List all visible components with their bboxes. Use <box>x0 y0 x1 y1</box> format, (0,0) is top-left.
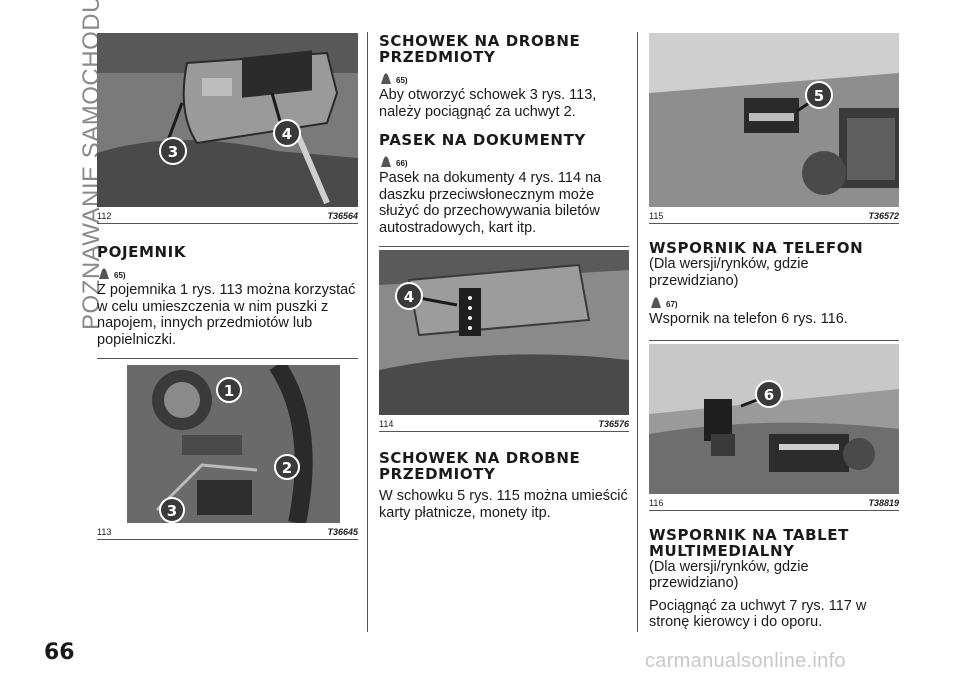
schowek-1-body: Aby otworzyć schowek 3 rys. 113, należy … <box>379 87 597 120</box>
figure-115-image: 5 <box>649 33 899 207</box>
figure-114-number: 114 <box>379 419 394 429</box>
svg-text:2: 2 <box>282 459 292 477</box>
column-3: 5 115 T36572 WSPORNIK NA TELEFON (Dla we… <box>649 33 899 631</box>
figure-114-code: T36576 <box>598 419 629 429</box>
figure-114-rule <box>379 431 629 432</box>
heading-tablet-line1: WSPORNIK NA TABLET <box>649 525 849 544</box>
warning-ref-label: 66) <box>396 159 408 168</box>
figure-116-number: 116 <box>649 497 664 508</box>
heading-tablet-line2: MULTIMEDIALNY <box>649 541 795 560</box>
pasek-body: Pasek na dokumenty 4 rys. 114 na daszku … <box>379 170 602 236</box>
figure-113-rule <box>97 539 358 540</box>
callout-badge-4: 4 <box>395 282 423 310</box>
svg-text:4: 4 <box>404 288 414 306</box>
warning-hand-icon <box>99 268 109 279</box>
warning-hand-icon <box>381 73 391 84</box>
figure-112-rule <box>97 223 358 224</box>
warning-ref-67: 67) <box>649 293 899 309</box>
heading-schowek-1: SCHOWEK NA DROBNE PRZEDMIOTY <box>379 33 629 65</box>
figure-116-image: 6 <box>649 343 899 494</box>
figure-114-image: 4 <box>379 250 629 415</box>
section-side-title: POZNAWANIE SAMOCHODU <box>48 0 105 330</box>
callout-badge-5: 5 <box>805 81 833 109</box>
callout-badge-4: 4 <box>273 119 301 147</box>
figure-116-caption: 116 T38819 <box>649 498 899 510</box>
svg-text:5: 5 <box>814 87 824 105</box>
svg-text:3: 3 <box>167 502 177 520</box>
column-divider-1 <box>367 32 368 632</box>
svg-text:1: 1 <box>224 382 234 400</box>
figure-116-top-rule <box>649 339 899 341</box>
warning-ref-label: 65) <box>114 271 126 280</box>
figure-115-code: T36572 <box>868 211 899 221</box>
figure-112-image: 3 4 <box>97 33 358 207</box>
warning-ref-label: 65) <box>396 76 408 85</box>
callout-badge-6: 6 <box>755 379 783 408</box>
figure-115-number: 115 <box>649 211 664 221</box>
warning-hand-icon <box>651 297 661 308</box>
callout-badge-3: 3 <box>159 137 187 165</box>
callout-badge-2: 2 <box>274 454 300 480</box>
heading-telefon: WSPORNIK NA TELEFON <box>649 239 864 257</box>
svg-text:4: 4 <box>282 125 292 143</box>
tablet-body: Pociągnąć za uchwyt 7 rys. 117 w stronę … <box>649 597 867 631</box>
phone-holder-illustration: 6 <box>649 343 899 494</box>
heading-pasek: PASEK NA DOKUMENTY <box>379 131 586 149</box>
figure-113-code: T36645 <box>327 527 358 537</box>
callout-badge-3: 3 <box>159 497 185 523</box>
document-strap-illustration: 4 <box>379 250 629 415</box>
figure-115-caption: 115 T36572 <box>649 211 899 223</box>
sun-visor-illustration: 3 4 <box>97 33 358 207</box>
tablet-availability-note: (Dla wersji/rynków, gdzie przewidziano) <box>649 558 809 592</box>
warning-ref-66: 66) <box>379 152 629 168</box>
dashboard-tray-illustration: 5 <box>649 33 899 207</box>
figure-113-caption: 113 T36645 <box>97 527 358 539</box>
svg-text:3: 3 <box>168 143 178 161</box>
figure-114-top-rule <box>379 246 629 247</box>
heading-schowek-2-line1: SCHOWEK NA DROBNE <box>379 449 581 467</box>
figure-116-code: T38819 <box>868 497 899 508</box>
heading-pojemnik: POJEMNIK <box>97 243 187 261</box>
page-number: 66 <box>44 640 75 665</box>
figure-112-code: T36564 <box>327 211 358 221</box>
figure-113-image: 1 2 3 <box>127 365 340 523</box>
watermark: carmanualsonline.info <box>645 650 846 672</box>
heading-schowek-1-line2: PRZEDMIOTY <box>379 48 496 66</box>
warning-hand-icon <box>381 156 391 167</box>
callout-badge-1: 1 <box>216 377 242 403</box>
figure-116-rule <box>649 509 899 511</box>
figure-112-number: 112 <box>97 211 112 221</box>
telefon-body: Wspornik na telefon 6 rys. 116. <box>649 311 848 327</box>
column-1: 3 4 112 T36564 POJEMNIK 65) Z pojemnika … <box>97 33 358 540</box>
figure-114-caption: 114 T36576 <box>379 419 629 431</box>
heading-tablet: WSPORNIK NA TABLET MULTIMEDIALNY <box>649 527 899 559</box>
figure-113-number: 113 <box>97 527 112 537</box>
figure-115-rule <box>649 223 899 224</box>
warning-ref-65b: 65) <box>379 69 629 85</box>
column-divider-2 <box>637 32 638 632</box>
column-2: SCHOWEK NA DROBNE PRZEDMIOTY 65) Aby otw… <box>379 33 629 521</box>
telefon-availability-note: (Dla wersji/rynków, gdzie przewidziano) <box>649 256 809 289</box>
schowek-2-body: W schowku 5 rys. 115 można umieścić kart… <box>379 488 628 521</box>
heading-schowek-2-line2: PRZEDMIOTY <box>379 465 496 483</box>
warning-ref-65: 65) <box>97 264 358 280</box>
svg-text:6: 6 <box>764 386 774 404</box>
heading-schowek-1-line1: SCHOWEK NA DROBNE <box>379 32 581 50</box>
figure-113-top-rule <box>97 358 358 359</box>
warning-ref-label: 67) <box>666 300 678 309</box>
pojemnik-body: Z pojemnika 1 rys. 113 można korzystać w… <box>97 282 356 348</box>
heading-schowek-2: SCHOWEK NA DROBNE PRZEDMIOTY <box>379 450 629 482</box>
figure-112-caption: 112 T36564 <box>97 211 358 223</box>
dashboard-storage-illustration: 1 2 3 <box>127 365 340 523</box>
